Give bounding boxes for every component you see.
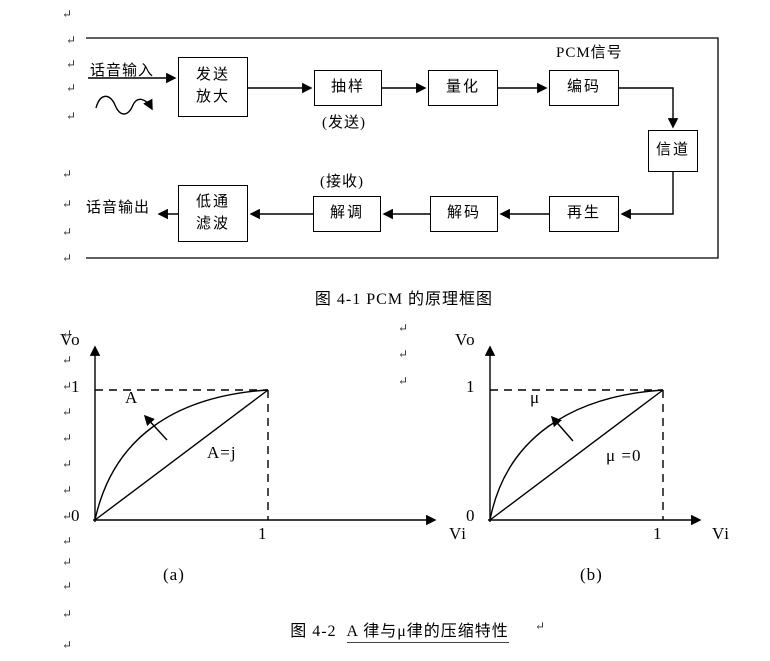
graph-a-curve-label: A: [125, 388, 139, 407]
graph-a-sublabel: (a): [163, 565, 185, 584]
block-label: 放大: [195, 89, 230, 105]
graph-a-origin: 0: [71, 506, 81, 525]
graph-b-sublabel: (b): [580, 565, 603, 584]
paragraph-mark: ↵: [62, 353, 73, 367]
graph-b-line-label: μ =0: [606, 446, 642, 465]
graph-b-tick-1x: 1: [653, 524, 663, 543]
graph-a-ylabel: Vo: [60, 330, 81, 349]
waveform-squiggle: [95, 95, 153, 115]
figure1-caption: 图 4-1 PCM 的原理框图: [314, 291, 494, 308]
paragraph-mark: ↵: [66, 81, 77, 95]
arrow-encode-to-channel: [619, 87, 679, 129]
block-demodulator: 解调: [313, 196, 381, 232]
paragraph-mark: ↵: [398, 347, 409, 361]
block-label: 量化: [445, 79, 480, 96]
block-regenerator: 再生: [549, 196, 619, 232]
graph-b-xlabel: Vi: [712, 524, 730, 543]
paragraph-mark: ↵: [62, 167, 73, 181]
paragraph-mark: ↵: [62, 483, 73, 497]
paragraph-mark: ↵: [62, 327, 73, 341]
figure2-caption-text: A 律与μ律的压缩特性: [346, 623, 509, 643]
graph-a-pointer-arrow: [143, 414, 168, 441]
block-label: 解码: [446, 205, 481, 222]
block-encoder: 编码: [549, 70, 619, 106]
graph-a-xlabel: Vi: [449, 524, 467, 543]
paragraph-mark: ↵: [62, 509, 73, 523]
graph-b-lines: [484, 345, 702, 526]
graph-a-linear: [94, 389, 269, 521]
graph-b-curve-label: μ: [530, 388, 541, 407]
paragraph-mark: ↵: [62, 7, 73, 21]
graph-a-line-label: A=j: [207, 443, 237, 462]
paragraph-mark: ↵: [62, 534, 73, 548]
paragraph-mark: ↵: [62, 251, 73, 265]
graph-b-tick-1y: 1: [466, 377, 476, 396]
paragraph-mark: ↵: [62, 555, 73, 569]
paragraph-mark: ↵: [62, 457, 73, 471]
figure2-caption-number: 图 4-2: [290, 623, 337, 640]
block-transmit-amplifier: 发送 放大: [178, 57, 248, 117]
block-lowpass-filter: 低通 滤波: [178, 185, 248, 242]
paragraph-mark: ↵: [62, 225, 73, 239]
block-decoder: 解码: [430, 196, 498, 232]
label-receive-note: (接收): [320, 174, 364, 190]
graph-a-tick-1x: 1: [258, 524, 268, 543]
graph-a-tick-1y: 1: [71, 377, 81, 396]
block-label: 低通: [195, 193, 230, 210]
paragraph-mark: ↵: [66, 33, 77, 47]
paragraph-mark: ↵: [62, 579, 73, 593]
label-send-note: (发送): [322, 115, 366, 131]
graph-a-curve: [94, 389, 269, 521]
block-channel: 信道: [648, 130, 698, 172]
block-label: 解调: [329, 205, 364, 222]
paragraph-mark: ↵: [62, 638, 73, 652]
block-label: 发送: [195, 67, 230, 84]
paragraph-mark: ↵: [62, 431, 73, 445]
block-sampling: 抽样: [314, 70, 382, 106]
block-label: 信道: [655, 142, 690, 159]
paragraph-mark: ↵: [62, 197, 73, 211]
graph-b-ylabel: Vo: [455, 330, 476, 349]
block-label: 抽样: [330, 79, 365, 96]
paragraph-mark: ↵: [66, 109, 77, 123]
label-voice-output: 话音输出: [86, 200, 151, 216]
block-quantizer: 量化: [428, 70, 498, 106]
graph-b-origin: 0: [466, 506, 476, 525]
paragraph-mark: ↵: [398, 321, 409, 335]
figure2-caption: 图 4-2 A 律与μ律的压缩特性: [227, 617, 572, 643]
block-label: 滤波: [195, 215, 230, 232]
paragraph-mark: ↵: [62, 405, 73, 419]
graph-a-lines: [89, 345, 437, 526]
block-label: 再生: [566, 205, 601, 222]
paragraph-mark: ↵: [66, 57, 77, 71]
paragraph-mark: ↵: [62, 379, 73, 393]
paragraph-mark: ↵: [62, 607, 73, 621]
graph-b-pointer-arrow: [550, 415, 574, 442]
paragraph-mark: ↵: [535, 619, 546, 633]
label-pcm-signal: PCM信号: [556, 45, 623, 61]
label-voice-input: 话音输入: [90, 63, 155, 79]
arrow-channel-to-regen: [620, 172, 674, 220]
paragraph-mark: ↵: [398, 374, 409, 388]
block-label: 编码: [566, 79, 601, 96]
